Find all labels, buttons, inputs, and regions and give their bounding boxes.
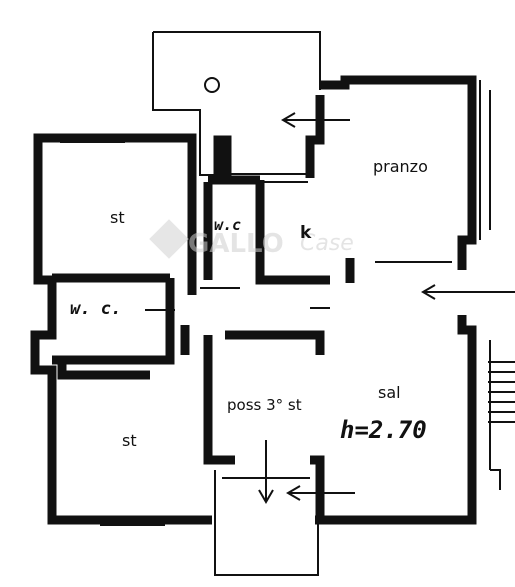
watermark-brand: GALLO — [188, 229, 284, 259]
top-balcony — [152, 31, 321, 176]
staircase — [488, 361, 515, 423]
room-label-st-bottom: st — [122, 431, 137, 450]
room-label-st-top: st — [110, 208, 125, 227]
outer-walls — [30, 75, 477, 525]
watermark-suffix: Case — [300, 231, 354, 256]
room-label-pranzo: pranzo — [373, 157, 428, 176]
watermark: GALLO Case — [149, 219, 354, 259]
inner-walls — [52, 175, 355, 520]
room-label-wc-left: w. c. — [70, 299, 121, 319]
ceiling-height-note: h=2.70 — [340, 416, 427, 444]
drain-icon — [204, 77, 220, 93]
room-label-kitchen: k — [300, 223, 312, 243]
entry-arrows — [258, 112, 515, 504]
room-label-wc-small: w.c — [214, 216, 241, 234]
room-label-sal: sal — [378, 383, 401, 402]
room-label-poss: poss 3° st — [227, 396, 302, 414]
openings — [60, 77, 501, 526]
